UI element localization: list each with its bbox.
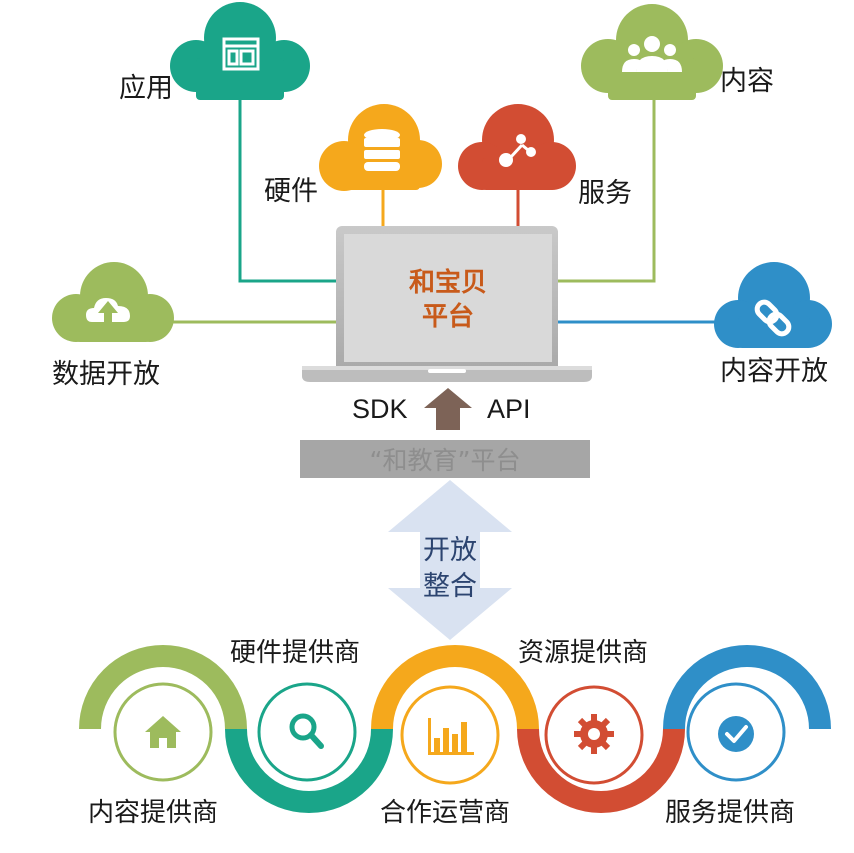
sdk-label: SDK bbox=[352, 394, 408, 424]
search-icon bbox=[289, 713, 324, 749]
wave-arc-operator bbox=[371, 645, 539, 730]
users-icon bbox=[622, 36, 682, 72]
provider-circle-hardware bbox=[257, 682, 357, 782]
cloud-label-service: 服务 bbox=[578, 178, 632, 209]
bar-chart-icon bbox=[428, 718, 474, 755]
up-arrow bbox=[424, 388, 472, 430]
platform-title: 和宝贝 平台 bbox=[344, 266, 552, 334]
provider-wave bbox=[79, 645, 831, 813]
provider-label-content: 内容提供商 bbox=[88, 798, 219, 828]
platform-title-line1: 和宝贝 bbox=[408, 268, 487, 298]
provider-circle-operator bbox=[400, 685, 500, 785]
cloud-label-hardware: 硬件 bbox=[264, 176, 318, 207]
integration-label: 开放 整合 bbox=[400, 533, 500, 605]
cloud-label-content-open: 内容开放 bbox=[720, 356, 828, 387]
wave-arc-resource bbox=[517, 728, 685, 813]
provider-label-operator: 合作运营商 bbox=[380, 798, 511, 828]
provider-label-resource: 资源提供商 bbox=[518, 638, 649, 668]
wave-arc-service bbox=[663, 645, 831, 730]
cloud-label-app: 应用 bbox=[119, 73, 173, 104]
integration-line1: 开放 bbox=[423, 535, 477, 566]
connector-lines bbox=[170, 95, 722, 324]
double-arrow bbox=[388, 480, 512, 640]
edu-platform-label: “和教育”平台 bbox=[369, 446, 521, 475]
laptop bbox=[302, 226, 592, 382]
provider-label-hardware: 硬件提供商 bbox=[230, 638, 361, 668]
database-icon bbox=[364, 129, 400, 171]
connector-app bbox=[238, 95, 336, 283]
connector-content bbox=[558, 96, 656, 283]
window-icon bbox=[222, 37, 260, 71]
gear-icon bbox=[574, 714, 614, 754]
link-icon bbox=[754, 299, 792, 337]
wave-arc-hardware bbox=[225, 728, 393, 813]
api-label: API bbox=[487, 394, 531, 424]
integration-line2: 整合 bbox=[423, 571, 477, 602]
provider-label-service: 服务提供商 bbox=[665, 798, 796, 828]
share-icon bbox=[499, 134, 536, 167]
edu-platform-bar bbox=[300, 440, 590, 478]
check-icon bbox=[718, 716, 754, 752]
home-icon bbox=[145, 716, 181, 748]
platform-title-line2: 平台 bbox=[421, 302, 474, 332]
cloud-label-data-open: 数据开放 bbox=[52, 359, 160, 390]
cloud-upload-icon bbox=[86, 298, 130, 328]
wave-arc-content bbox=[79, 645, 247, 730]
cloud-label-content: 内容 bbox=[720, 66, 774, 97]
cloud-hardware bbox=[319, 104, 442, 191]
cloud-service bbox=[458, 104, 576, 190]
